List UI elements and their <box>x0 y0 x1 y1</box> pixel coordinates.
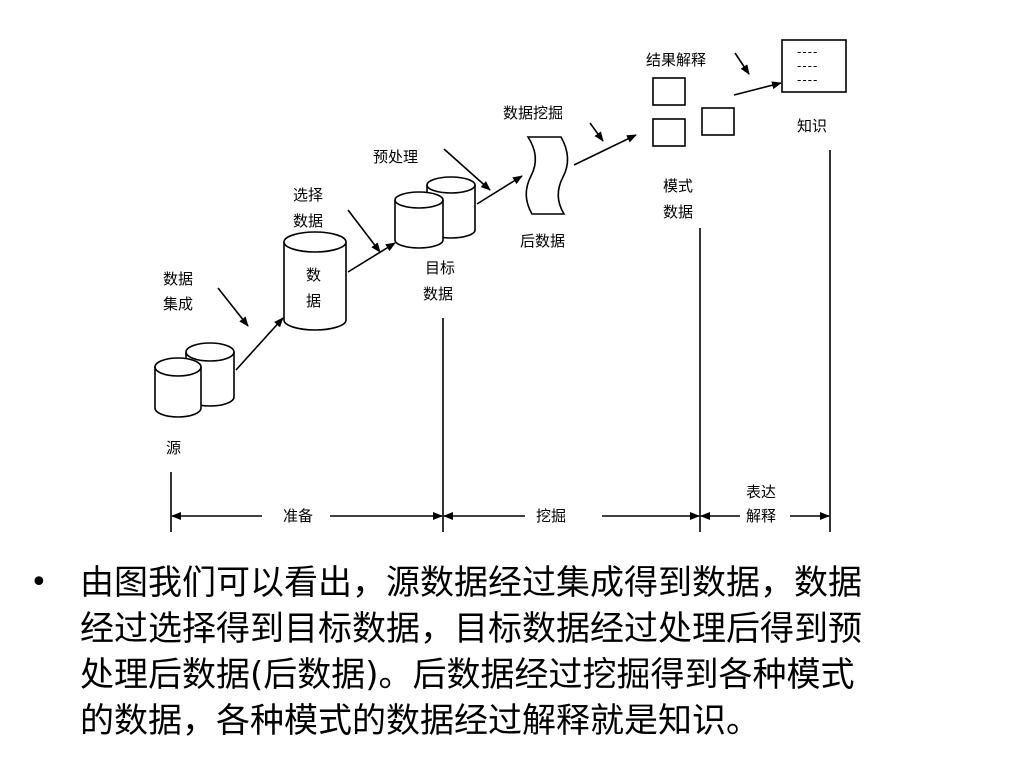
label-selection-1: 选择 <box>293 186 323 204</box>
integration-pointer-arrow <box>217 287 249 327</box>
mining-pointer-arrow <box>589 122 604 142</box>
preprocess-pointer-arrow <box>443 148 491 191</box>
post-data-shape <box>525 136 569 215</box>
data-database <box>283 231 347 331</box>
label-integration-2: 集成 <box>163 295 193 313</box>
caption-text: 由图我们可以看出，源数据经过集成得到数据，数据 经过选择得到目标数据，目标数据经… <box>80 560 1010 744</box>
knowledge-doc-line-1: ---- <box>797 45 818 59</box>
label-post-data: 后数据 <box>520 232 565 250</box>
label-stage-express-1: 表达 <box>746 483 776 501</box>
label-data-1: 数 <box>306 266 321 284</box>
pattern-box-3 <box>701 107 735 136</box>
pattern-box-2 <box>652 118 686 147</box>
label-pattern-2: 数据 <box>663 203 693 221</box>
label-preprocess: 预处理 <box>373 148 418 166</box>
label-target-2: 数据 <box>423 285 453 303</box>
label-interpretation: 结果解释 <box>646 51 706 69</box>
label-integration-1: 数据 <box>163 270 193 288</box>
caption-line-3: 处理后数据(后数据)。后数据经过挖掘得到各种模式 <box>80 655 855 695</box>
data-to-target-arrow <box>347 242 396 273</box>
knowledge-document <box>781 39 847 93</box>
pattern-to-knowledge-arrow <box>733 81 782 96</box>
label-target-1: 目标 <box>425 259 455 277</box>
label-pattern-1: 模式 <box>663 177 693 195</box>
label-stage-mine: 挖掘 <box>536 507 566 525</box>
caption-line-2: 经过选择得到目标数据，目标数据经过处理后得到预 <box>80 609 862 649</box>
label-data-2: 据 <box>306 292 321 310</box>
target-database-front <box>394 191 444 249</box>
label-stage-prepare: 准备 <box>283 507 313 525</box>
interpretation-pointer-arrow <box>734 52 750 75</box>
kdd-process-diagram: 源 数据 集成 数 据 选择 数据 目标 数据 预处理 后数据 数据挖掘 模式 … <box>154 39 847 532</box>
label-source: 源 <box>166 439 181 457</box>
bullet-icon: • <box>30 565 48 600</box>
caption-line-4: 的数据，各种模式的数据经过解释就是知识。 <box>80 701 760 741</box>
label-selection-2: 数据 <box>293 212 323 230</box>
pattern-box-1 <box>652 77 686 106</box>
target-to-postdata-arrow <box>476 175 523 205</box>
label-stage-express-2: 解释 <box>746 507 776 525</box>
selection-pointer-arrow <box>347 209 381 253</box>
knowledge-doc-line-3: ---- <box>797 73 818 87</box>
source-database-front <box>154 357 202 418</box>
caption-line-1: 由图我们可以看出，源数据经过集成得到数据，数据 <box>80 563 862 603</box>
knowledge-doc-line-2: ---- <box>797 59 818 73</box>
label-mining: 数据挖掘 <box>503 104 563 122</box>
source-to-data-arrow <box>235 317 284 371</box>
postdata-to-pattern-arrow <box>573 134 637 166</box>
label-knowledge: 知识 <box>797 117 827 135</box>
